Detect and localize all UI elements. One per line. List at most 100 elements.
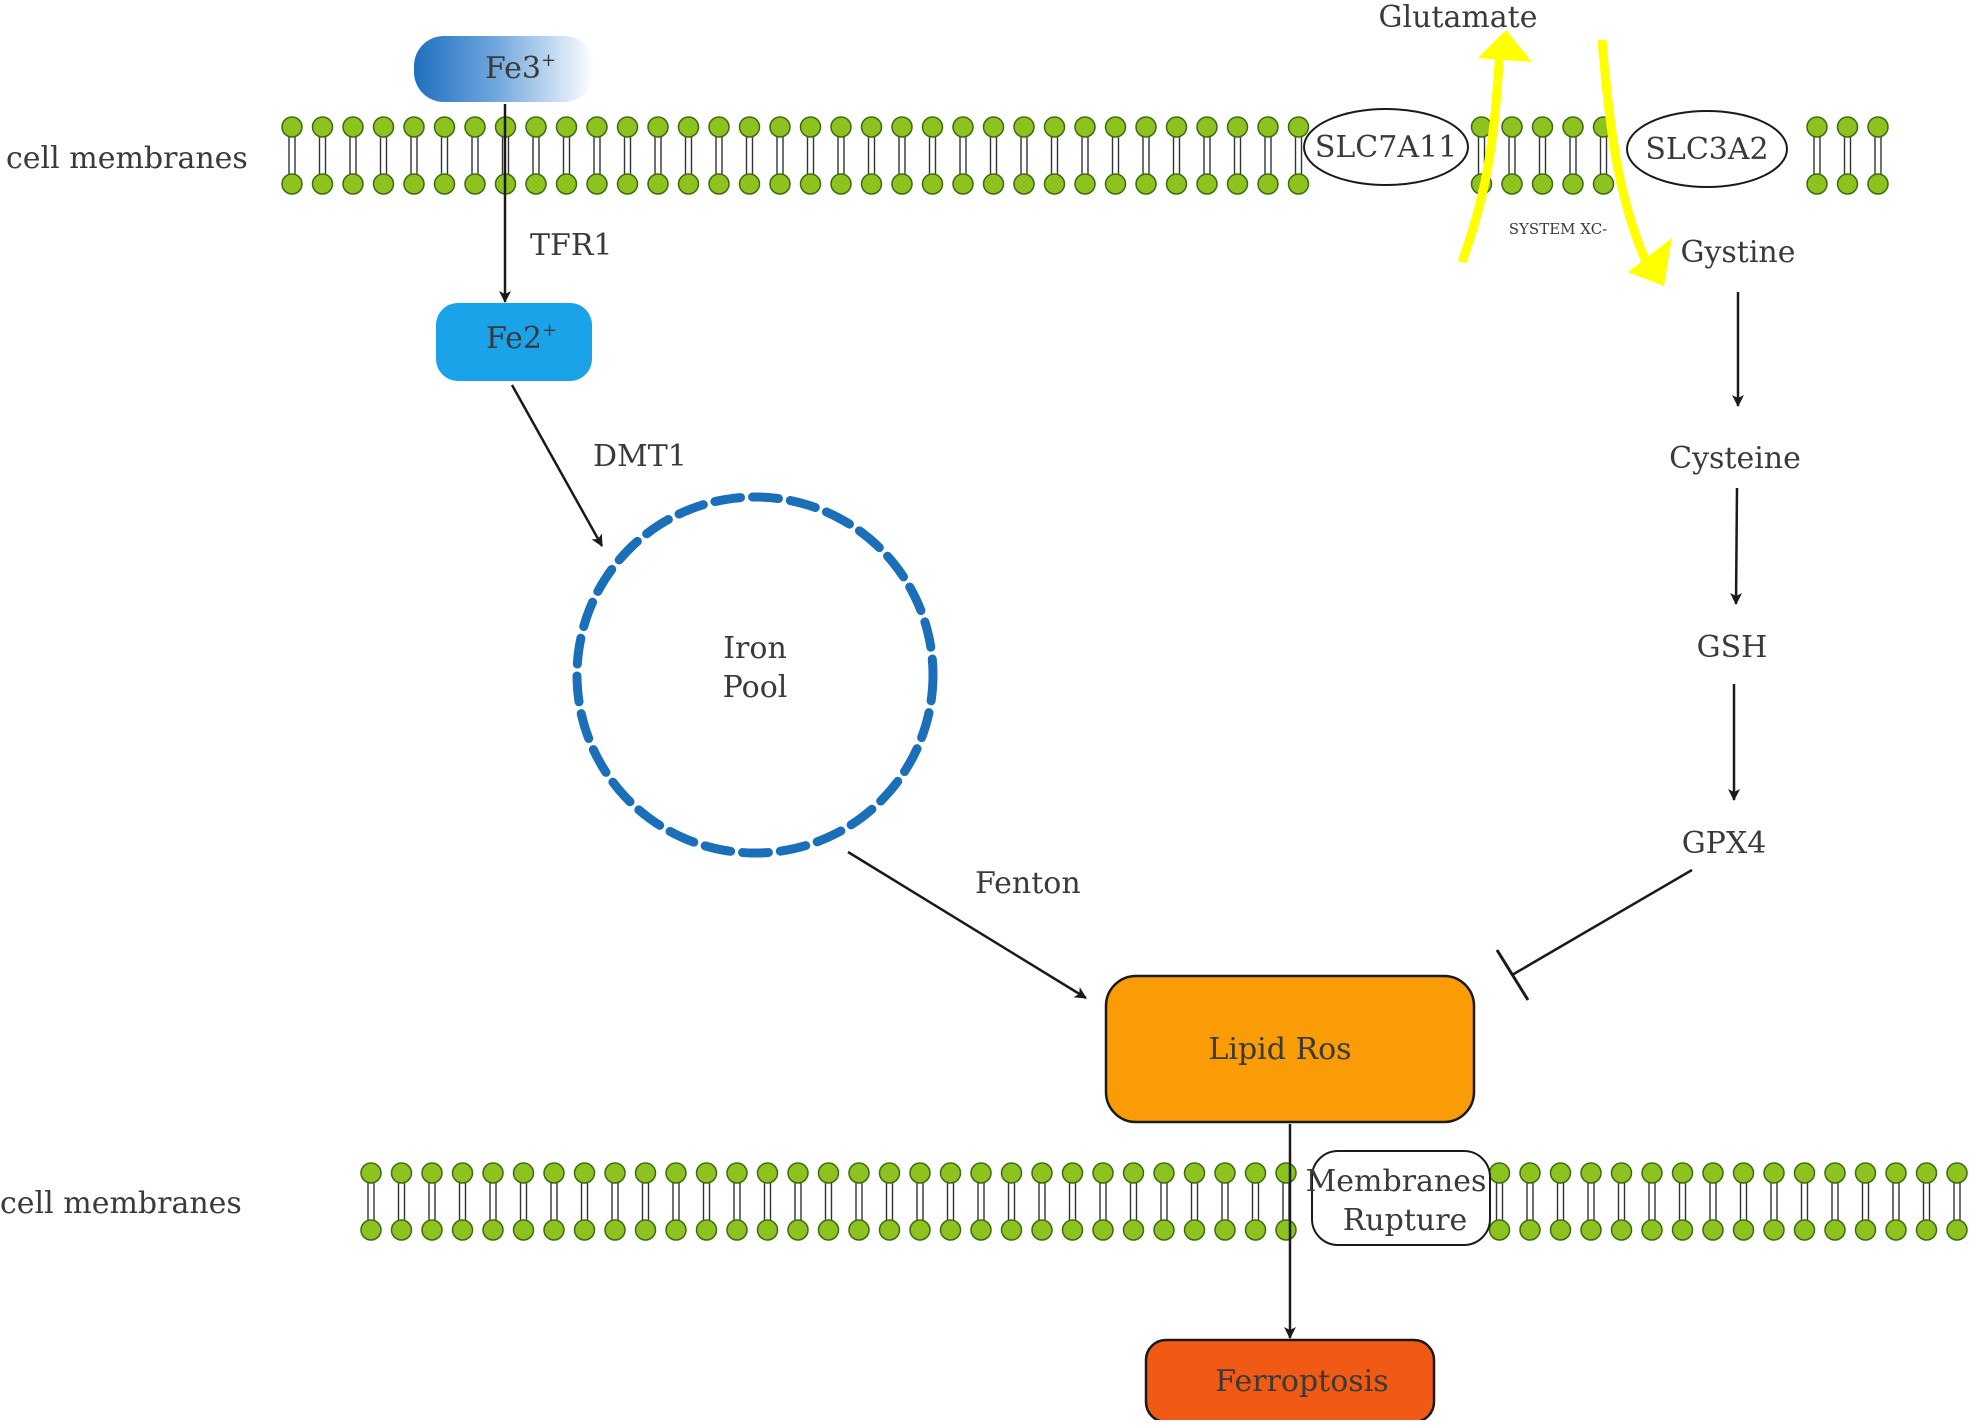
lipid-head [1135, 116, 1157, 138]
lipid-head [1501, 116, 1523, 138]
lipid-head [1104, 116, 1127, 138]
lipid-head [482, 1219, 504, 1241]
membranes-rupture-line2: Rupture [1343, 1203, 1468, 1238]
lipid-head [586, 173, 608, 195]
lipid-head [1074, 116, 1096, 138]
lipid-head [1531, 116, 1554, 138]
lipid-head [1732, 1162, 1755, 1184]
lipid-head [708, 116, 730, 138]
lipid-head [1519, 1162, 1541, 1184]
lipid-head [1226, 116, 1249, 138]
lipid-head [421, 1219, 443, 1241]
lipid-head [952, 173, 974, 195]
iron-pool-label-line1: Iron [723, 631, 787, 666]
lipid-head [1763, 1162, 1785, 1184]
lipid-head [1165, 116, 1188, 138]
lipid-head [665, 1219, 687, 1241]
lipid-head [360, 1162, 382, 1184]
lipid-head [848, 1162, 870, 1184]
lipid-head [1824, 1219, 1846, 1241]
cysteine-label: Cysteine [1669, 441, 1801, 476]
lipid-head [677, 173, 700, 195]
lipid-head [1183, 1219, 1206, 1241]
fe2-box [436, 303, 592, 381]
lipid-head [616, 116, 639, 138]
lipid-head [1074, 173, 1096, 195]
fenton-arrow [847, 850, 1087, 1000]
lipid-head [451, 1219, 474, 1241]
lipid-head [1013, 116, 1035, 138]
lipid-head [1806, 116, 1828, 138]
fenton-label: Fenton [975, 866, 1081, 901]
lipid-head [1867, 116, 1889, 138]
lipid-head [677, 116, 700, 138]
lipid-head [1043, 173, 1066, 195]
slc7a11-transporter [1303, 108, 1469, 186]
lipid-head [909, 1162, 931, 1184]
lipid-head [1580, 1219, 1602, 1241]
gpx4-label: GPX4 [1682, 826, 1767, 861]
lipid-head [738, 116, 761, 138]
lipid-head [1671, 1162, 1694, 1184]
slc3a2-label: SLC3A2 [1645, 132, 1768, 167]
lipid-head [1275, 1162, 1297, 1184]
lipid-head [1562, 173, 1584, 195]
lipid-head [1214, 1219, 1236, 1241]
gystine-arrow-head [1628, 238, 1672, 286]
lipid-head [1287, 173, 1310, 195]
lipid-head [695, 1219, 718, 1241]
lipid-head [1915, 1219, 1938, 1241]
lipid-head [1702, 1219, 1724, 1241]
lipid-head [1043, 116, 1066, 138]
lipid-head [952, 116, 974, 138]
lipid-head [1104, 173, 1127, 195]
lipid-head [464, 116, 486, 138]
lipid-head [769, 173, 791, 195]
lipid-head [1214, 1162, 1236, 1184]
gpx4-inhibition-line [1511, 868, 1693, 977]
lipid-head [1946, 1219, 1968, 1241]
lipid-head [921, 116, 944, 138]
lipid-head [921, 173, 944, 195]
tfr1-label: TFR1 [530, 228, 613, 263]
membrane-label-bottom: cell membranes [0, 1186, 242, 1221]
lipid-head [647, 116, 669, 138]
lipid-head [1610, 1162, 1633, 1184]
lipid-head [1135, 173, 1157, 195]
lipid-head [860, 173, 883, 195]
dmt1-label: DMT1 [593, 439, 687, 474]
lipid-head [433, 173, 456, 195]
lipid-head [525, 173, 547, 195]
lipid-ros-label: Lipid Ros [1208, 1032, 1351, 1067]
lipid-head [799, 173, 822, 195]
lipid-head [1061, 1219, 1084, 1241]
lipid-head [878, 1162, 901, 1184]
lipid-head [939, 1162, 962, 1184]
lipid-head [769, 116, 791, 138]
lipid-head [891, 173, 913, 195]
lipid-head [1061, 1162, 1084, 1184]
gystine-import-arrow [1597, 39, 1653, 268]
lipid-head [738, 173, 761, 195]
lipid-head [1806, 173, 1828, 195]
lipid-head [878, 1219, 901, 1241]
lipid-head [1610, 1219, 1633, 1241]
lipid-head [982, 116, 1005, 138]
cell-membrane-bottom [360, 1162, 1968, 1241]
glutamate-label: Glutamate [1379, 0, 1538, 35]
lipid-head [543, 1162, 565, 1184]
lipid-head [1915, 1162, 1938, 1184]
lipid-head [1854, 1219, 1877, 1241]
gystine-label: Gystine [1680, 235, 1795, 270]
lipid-head [1488, 1162, 1511, 1184]
lipid-head [372, 116, 395, 138]
lipid-head [848, 1219, 870, 1241]
lipid-head [1013, 173, 1035, 195]
lipid-head [1519, 1219, 1541, 1241]
lipid-head [281, 173, 303, 195]
lipid-head [1885, 1162, 1907, 1184]
dmt1-arrow [510, 384, 604, 547]
fe3-box [414, 36, 594, 102]
glutamate-arrow-head [1478, 30, 1532, 62]
lipid-head [512, 1162, 535, 1184]
